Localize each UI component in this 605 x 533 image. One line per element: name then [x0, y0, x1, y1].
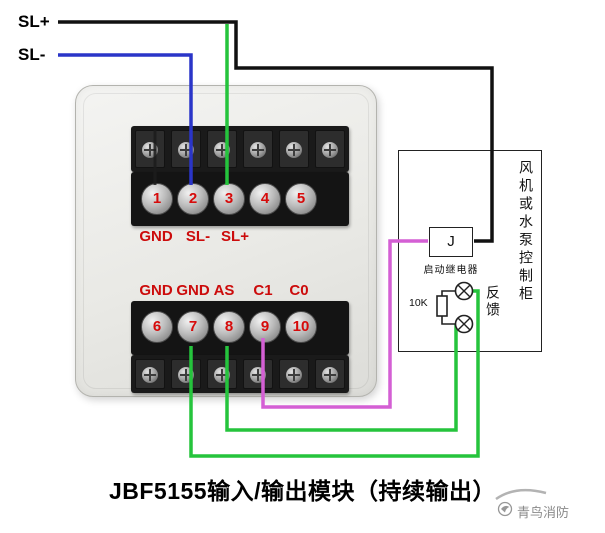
- terminal-6: 6: [141, 311, 173, 343]
- screw-icon: [250, 142, 266, 158]
- terminal-6-number: 6: [152, 318, 162, 335]
- screw-icon: [250, 367, 266, 383]
- screw-cell: [171, 359, 201, 389]
- screw-icon: [214, 142, 230, 158]
- terminal-4: 4: [249, 183, 281, 215]
- terminal-9-number: 9: [260, 318, 270, 335]
- relay-label: 启动继电器: [423, 265, 479, 276]
- screw-cell: [243, 130, 273, 168]
- terminal-1-number: 1: [152, 190, 162, 207]
- upper-label-sl-plus: SL+: [221, 228, 249, 245]
- screw-icon: [286, 142, 302, 158]
- terminal-7: 7: [177, 311, 209, 343]
- terminal-3-number: 3: [224, 190, 234, 207]
- terminal-2: 2: [177, 183, 209, 215]
- screw-cell: [315, 359, 345, 389]
- terminal-4-number: 4: [260, 190, 270, 207]
- control-cabinet-box: 风机或水泵控制柜 J 启动继电器 10K 反馈: [398, 150, 542, 352]
- lower-label-gnd-1: GND: [139, 282, 173, 299]
- sl-minus-label: SL-: [18, 45, 46, 64]
- resistor-value-label: 10K: [409, 297, 428, 309]
- screw-cell: [171, 130, 201, 168]
- terminal-10: 10: [285, 311, 317, 343]
- watermark-text: 青鸟消防: [517, 505, 570, 520]
- terminal-1: 1: [141, 183, 173, 215]
- screw-icon: [142, 367, 158, 383]
- terminal-8-number: 8: [224, 318, 234, 335]
- screw-icon: [178, 367, 194, 383]
- screw-cell: [315, 130, 345, 168]
- relay-symbol-box: J: [429, 227, 473, 257]
- terminal-2-number: 2: [188, 190, 198, 207]
- caption: JBF5155输入/输出模块（持续输出）: [108, 478, 496, 504]
- lower-screw-strip: [131, 355, 349, 393]
- screw-cell: [207, 130, 237, 168]
- watermark-bird-icon: [501, 505, 510, 513]
- lower-label-c0: C0: [289, 282, 309, 299]
- screw-icon: [322, 142, 338, 158]
- screw-cell: [279, 130, 309, 168]
- terminal-3: 3: [213, 183, 245, 215]
- upper-screw-strip: [131, 126, 349, 172]
- terminal-9: 9: [249, 311, 281, 343]
- screw-icon: [214, 367, 230, 383]
- lower-label-c1: C1: [253, 282, 273, 299]
- lower-label-gnd-2: GND: [176, 282, 210, 299]
- screw-icon: [142, 142, 158, 158]
- module-photo: 1 2 3 4 5 GND SL- SL+ GND GND AS C1 C0 6…: [75, 85, 377, 397]
- upper-label-sl-minus: SL-: [185, 228, 211, 245]
- terminal-5: 5: [285, 183, 317, 215]
- lower-label-as: AS: [213, 282, 235, 299]
- screw-cell: [135, 130, 165, 168]
- terminal-5-number: 5: [296, 190, 306, 207]
- terminal-10-number: 10: [292, 318, 310, 335]
- screw-icon: [178, 142, 194, 158]
- terminal-8: 8: [213, 311, 245, 343]
- terminal-7-number: 7: [188, 318, 198, 335]
- cabinet-name: 风机或水泵控制柜: [518, 160, 534, 304]
- screw-icon: [286, 367, 302, 383]
- feedback-label: 反馈: [485, 285, 501, 319]
- sl-plus-label: SL+: [18, 12, 50, 31]
- screw-icon: [322, 367, 338, 383]
- screw-cell: [207, 359, 237, 389]
- upper-label-gnd: GND: [139, 228, 173, 245]
- screw-cell: [135, 359, 165, 389]
- screw-cell: [243, 359, 273, 389]
- screw-cell: [279, 359, 309, 389]
